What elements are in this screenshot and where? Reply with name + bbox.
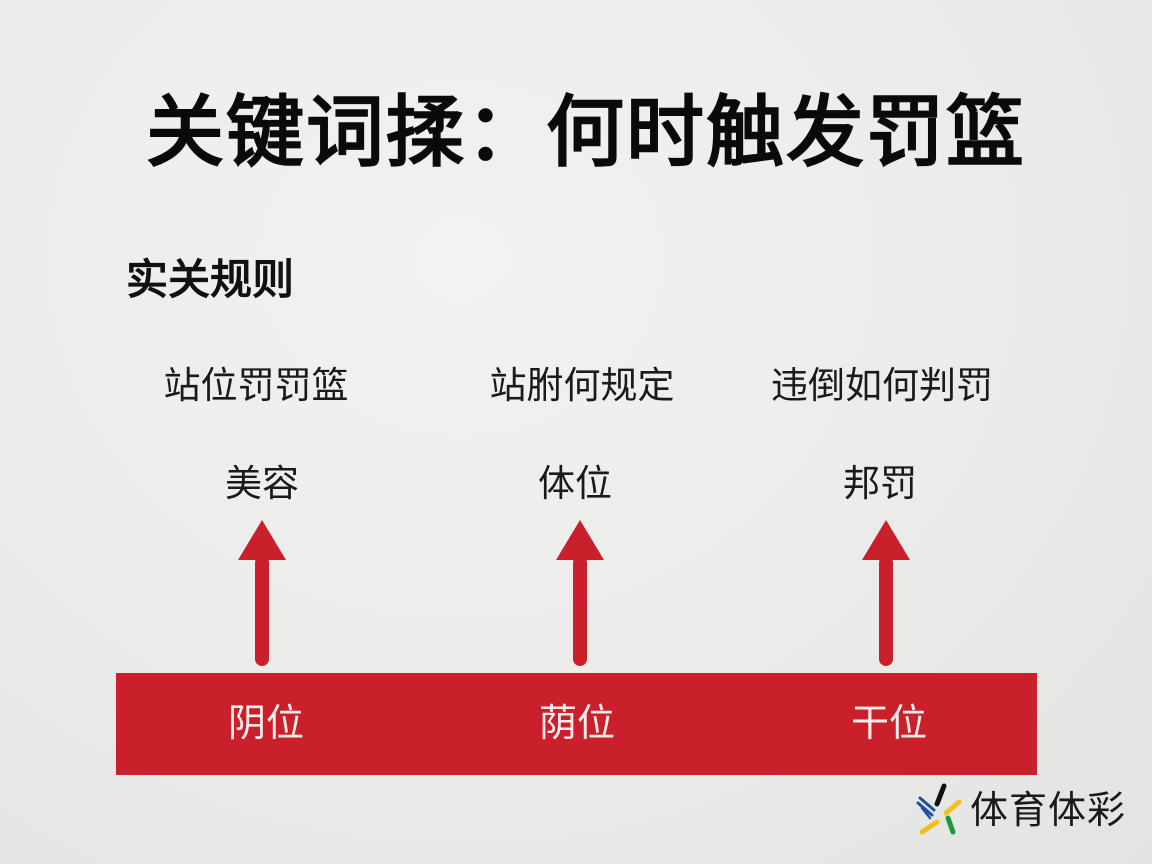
up-arrow-icon [238, 520, 286, 666]
column-2-label: 站胕何规定 [489, 364, 675, 407]
brand-watermark: 体育体彩 [912, 782, 1126, 838]
column-3-label: 违倒如何判罚 [771, 364, 993, 407]
position-bar [116, 673, 1037, 775]
sports-lottery-logo-icon [916, 783, 962, 835]
column-2-term: 体位 [538, 462, 612, 505]
page-title: 关键词揉：何时触发罚篮 [145, 88, 1026, 178]
column-3-term: 邦罚 [843, 462, 917, 505]
column-1-label: 站位罚罚篮 [163, 364, 349, 407]
brand-name: 体育体彩 [970, 788, 1127, 832]
section-heading: 实关规则 [126, 255, 295, 304]
up-arrow-icon [556, 520, 604, 666]
column-1-term: 美容 [225, 462, 299, 505]
up-arrow-icon [862, 520, 910, 666]
bar-label-2: 荫位 [538, 701, 616, 745]
bar-label-1: 阴位 [227, 701, 305, 745]
bar-label-3: 干位 [850, 701, 928, 745]
